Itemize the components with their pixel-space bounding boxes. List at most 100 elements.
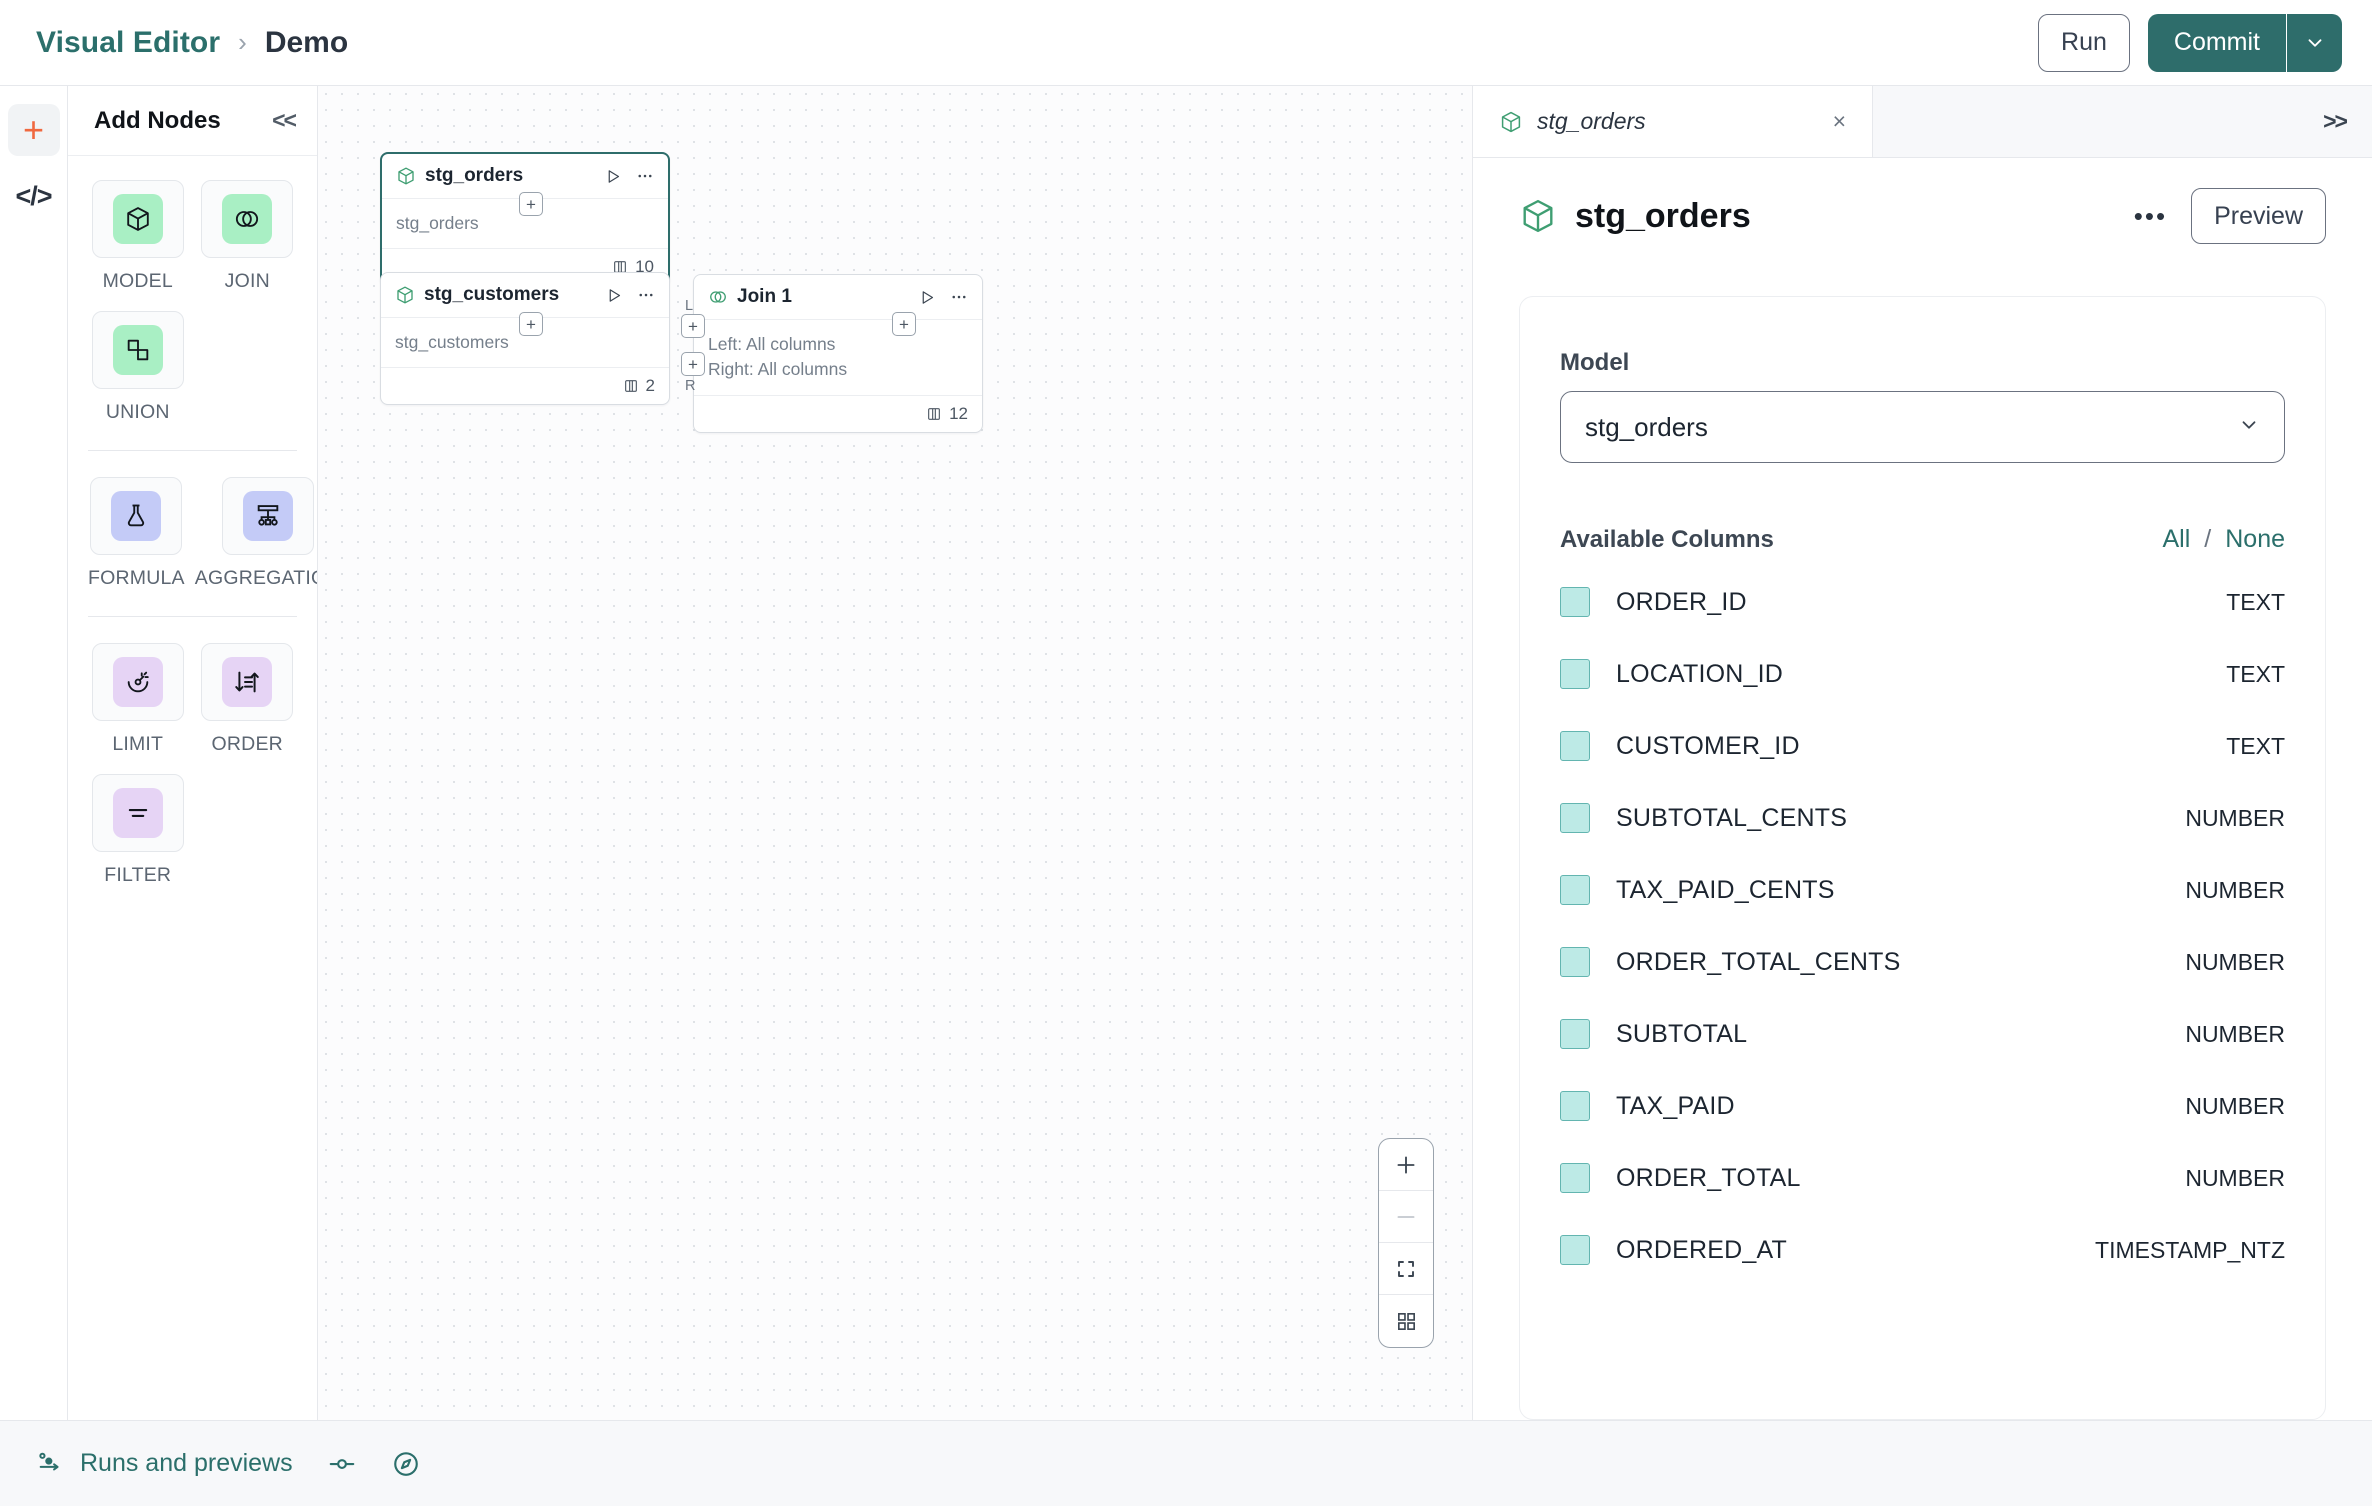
- breadcrumb-visual-editor[interactable]: Visual Editor: [36, 25, 221, 59]
- add-nodes-panel: Add Nodes << MODEL: [68, 86, 318, 1420]
- column-type: NUMBER: [2185, 1092, 2285, 1119]
- close-icon[interactable]: ×: [1832, 108, 1846, 134]
- more-options-icon[interactable]: [637, 286, 655, 304]
- play-icon[interactable]: [605, 168, 622, 185]
- node-tile-union[interactable]: [91, 311, 184, 389]
- play-icon[interactable]: [919, 289, 936, 306]
- more-options-icon[interactable]: •••: [2133, 201, 2168, 231]
- column-row[interactable]: ORDER_ID TEXT: [1560, 566, 2285, 638]
- column-row[interactable]: ORDERED_AT TIMESTAMP_NTZ: [1560, 1214, 2285, 1286]
- column-checkbox[interactable]: [1560, 659, 1590, 689]
- zoom-in-button[interactable]: [1379, 1139, 1433, 1191]
- node-type-model[interactable]: MODEL: [88, 180, 188, 293]
- node-type-aggregation[interactable]: AGGREGATION: [195, 477, 317, 590]
- flow-node-stg-customers[interactable]: stg_customers stg_customers 2: [380, 272, 670, 406]
- main-body: + </> Add Nodes <<: [0, 86, 2372, 1420]
- toggle-interactivity-button[interactable]: [1379, 1295, 1433, 1347]
- more-options-icon[interactable]: [950, 288, 968, 306]
- cube-icon: [127, 207, 149, 231]
- node-label-order: ORDER: [211, 733, 283, 755]
- more-options-icon[interactable]: [636, 167, 654, 185]
- column-row[interactable]: TAX_PAID_CENTS NUMBER: [1560, 854, 2285, 926]
- node-tile-limit[interactable]: [91, 643, 184, 721]
- column-checkbox[interactable]: [1560, 1019, 1590, 1049]
- flow-node-join-1[interactable]: Join 1 Left: All columns Right: All colu…: [693, 274, 983, 433]
- flow-node-stg-orders[interactable]: stg_orders stg_orders 10: [380, 152, 670, 288]
- column-checkbox[interactable]: [1560, 875, 1590, 905]
- column-name: LOCATION_ID: [1616, 659, 1784, 688]
- column-type: NUMBER: [2185, 1020, 2285, 1047]
- column-row[interactable]: ORDER_TOTAL_CENTS NUMBER: [1560, 926, 2285, 998]
- code-view-rail-button[interactable]: </>: [8, 170, 60, 222]
- node-tile-order[interactable]: [201, 643, 294, 721]
- column-type: TEXT: [2226, 732, 2285, 759]
- column-row[interactable]: CUSTOMER_ID TEXT: [1560, 710, 2285, 782]
- node-type-union[interactable]: UNION: [88, 311, 188, 424]
- column-row[interactable]: SUBTOTAL_CENTS NUMBER: [1560, 782, 2285, 854]
- column-row[interactable]: SUBTOTAL NUMBER: [1560, 998, 2285, 1070]
- fit-view-button[interactable]: [1379, 1243, 1433, 1295]
- flask-icon: [128, 504, 145, 527]
- flow-node-subtitle: stg_customers: [395, 332, 509, 352]
- node-type-order[interactable]: ORDER: [198, 643, 298, 756]
- node-type-filter[interactable]: FILTER: [88, 774, 188, 887]
- flow-canvas[interactable]: stg_orders stg_orders 10 +: [318, 86, 1472, 1420]
- expand-panel-button[interactable]: >>: [2323, 108, 2348, 134]
- flow-node-column-count: 2: [645, 376, 655, 396]
- venn-icon: [236, 211, 259, 227]
- node-type-join[interactable]: JOIN: [198, 180, 298, 293]
- run-button[interactable]: Run: [2038, 13, 2130, 72]
- available-columns-list: ORDER_ID TEXT LOCATION_ID TEXT CUSTOMER_…: [1560, 566, 2285, 1286]
- lineage-toggle-button[interactable]: [327, 1449, 357, 1479]
- flow-node-title: stg_orders: [425, 165, 524, 186]
- node-tile-formula[interactable]: [90, 477, 183, 555]
- column-checkbox[interactable]: [1560, 731, 1590, 761]
- column-checkbox[interactable]: [1560, 1163, 1590, 1193]
- output-port-stg-orders[interactable]: +: [519, 192, 543, 216]
- collapse-panel-button[interactable]: <<: [272, 107, 297, 133]
- select-none-link[interactable]: None: [2225, 525, 2285, 553]
- column-checkbox[interactable]: [1560, 1091, 1590, 1121]
- column-name: SUBTOTAL: [1616, 1019, 1748, 1048]
- column-row[interactable]: ORDER_TOTAL NUMBER: [1560, 1142, 2285, 1214]
- flow-node-subtitle: stg_orders: [396, 213, 479, 233]
- column-name: ORDER_ID: [1616, 587, 1747, 616]
- column-name: CUSTOMER_ID: [1616, 731, 1800, 760]
- add-node-rail-button[interactable]: +: [7, 104, 60, 156]
- model-select-value: stg_orders: [1585, 411, 1708, 442]
- aggregation-swatch: [242, 491, 293, 541]
- node-tile-filter[interactable]: [91, 774, 184, 852]
- input-port-join-left[interactable]: +: [681, 314, 705, 338]
- column-row[interactable]: TAX_PAID NUMBER: [1560, 1070, 2285, 1142]
- commit-dropdown-button[interactable]: [2286, 13, 2342, 72]
- column-name: ORDER_TOTAL_CENTS: [1616, 947, 1901, 976]
- commit-button[interactable]: Commit: [2147, 13, 2286, 72]
- zoom-out-button[interactable]: [1379, 1191, 1433, 1243]
- column-checkbox[interactable]: [1560, 803, 1590, 833]
- play-icon[interactable]: [606, 287, 623, 304]
- column-type: NUMBER: [2185, 1164, 2285, 1191]
- hierarchy-icon: [257, 505, 278, 526]
- model-select[interactable]: stg_orders: [1560, 391, 2285, 463]
- node-tile-join[interactable]: [201, 180, 294, 258]
- compass-button[interactable]: [391, 1449, 421, 1479]
- output-port-join-1[interactable]: +: [892, 312, 916, 336]
- runs-and-previews-button[interactable]: Runs and previews: [36, 1449, 293, 1478]
- node-type-limit[interactable]: LIMIT: [88, 643, 188, 756]
- column-checkbox[interactable]: [1560, 947, 1590, 977]
- output-port-stg-customers[interactable]: +: [519, 312, 543, 336]
- tab-stg-orders[interactable]: stg_orders ×: [1473, 86, 1873, 157]
- flow-node-header: Join 1: [694, 275, 982, 320]
- node-tile-model[interactable]: [91, 180, 184, 258]
- node-tile-aggregation[interactable]: [221, 477, 314, 555]
- select-all-link[interactable]: All: [2162, 525, 2191, 553]
- bottom-bar: Runs and previews: [0, 1420, 2372, 1506]
- column-checkbox[interactable]: [1560, 1235, 1590, 1265]
- column-checkbox[interactable]: [1560, 587, 1590, 617]
- node-type-formula[interactable]: FORMULA: [88, 477, 185, 590]
- column-row[interactable]: LOCATION_ID TEXT: [1560, 638, 2285, 710]
- column-name: SUBTOTAL_CENTS: [1616, 803, 1848, 832]
- node-label-aggregation: AGGREGATION: [194, 567, 317, 589]
- input-port-join-right[interactable]: +: [681, 352, 705, 376]
- preview-button[interactable]: Preview: [2191, 188, 2326, 244]
